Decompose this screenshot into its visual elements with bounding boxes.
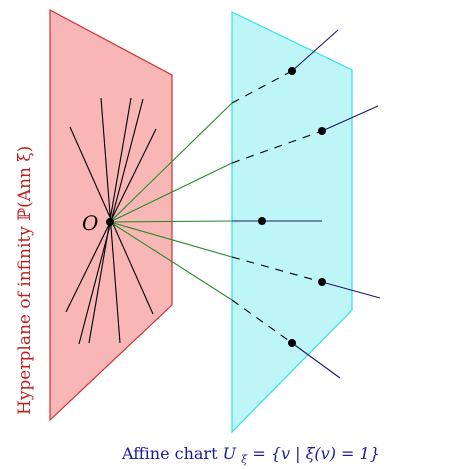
dashed-5 [231, 299, 293, 344]
affine-chart-subscript: ξ [241, 453, 248, 466]
blue-ray-2 [321, 105, 379, 132]
affine-chart-prefix: Affine chart [121, 444, 223, 463]
dashed-2 [231, 130, 323, 164]
green-ray-2 [109, 162, 233, 223]
point-4 [318, 278, 326, 286]
dashed-1 [231, 70, 293, 104]
point-3 [258, 217, 266, 225]
affine-chart-label: Affine chart U ξ = {v | ξ(v) = 1} [121, 444, 380, 467]
green-ray-4 [109, 221, 233, 258]
dashed-segments [231, 70, 323, 344]
blue-ray-4 [321, 281, 381, 299]
dashed-4 [231, 256, 323, 283]
affine-chart-plane [231, 11, 353, 434]
green-ray-1 [109, 102, 233, 223]
affine-chart-symbol: U [223, 444, 237, 463]
origin-label: O [82, 211, 98, 235]
point-1 [288, 67, 296, 75]
blue-rays [232, 29, 381, 379]
point-2 [318, 127, 326, 135]
green-ray-5 [109, 221, 233, 301]
green-ray-3 [109, 220, 233, 223]
blue-ray-1 [291, 29, 339, 72]
point-5 [288, 339, 296, 347]
intersection-points [106, 67, 326, 347]
hyperplane-label: Hyperplane of infinity ℙ(Ann ξ) [15, 146, 35, 415]
green-rays [109, 102, 233, 301]
blue-ray-5 [291, 342, 341, 379]
origin-point [106, 218, 114, 226]
affine-chart-definition: = {v | ξ(v) = 1} [252, 444, 380, 463]
